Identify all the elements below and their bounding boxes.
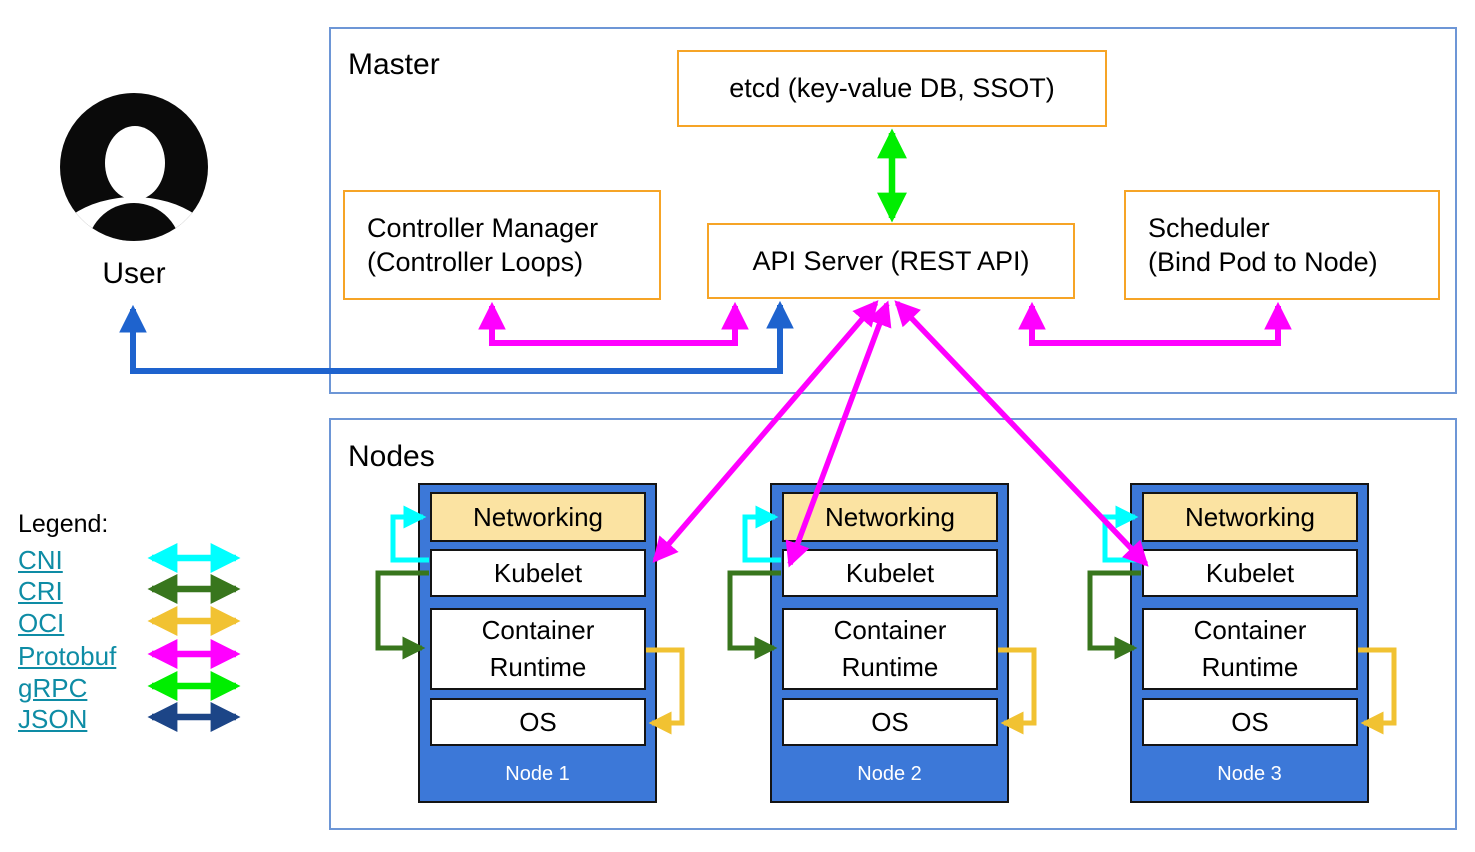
os-box: OS bbox=[430, 698, 646, 746]
user-label: User bbox=[102, 257, 166, 290]
controller-manager-label-line1: Controller Manager bbox=[367, 213, 599, 243]
container-runtime-label-line1: Container bbox=[481, 615, 595, 645]
os-label: OS bbox=[1231, 707, 1269, 737]
legend-link-cri[interactable]: CRI bbox=[18, 576, 63, 606]
container-runtime-label-line1: Container bbox=[833, 615, 947, 645]
container-runtime-label-line1: Container bbox=[1193, 615, 1307, 645]
os-label: OS bbox=[871, 707, 909, 737]
networking-label: Networking bbox=[824, 502, 956, 532]
networking-box: Networking bbox=[1142, 492, 1358, 542]
legend-link-grpc[interactable]: gRPC bbox=[18, 673, 88, 703]
etcd-label: etcd (key-value DB, SSOT) bbox=[729, 73, 1055, 103]
scheduler-label-line2: (Bind Pod to Node) bbox=[1148, 247, 1378, 277]
node-3: Networking Kubelet Container Runtime OS … bbox=[1130, 483, 1369, 803]
node-name-label: Node 3 bbox=[1217, 763, 1282, 785]
container-runtime-box: Container Runtime bbox=[782, 608, 998, 690]
os-box: OS bbox=[1142, 698, 1358, 746]
master-group-box bbox=[329, 27, 1457, 394]
legend-link-cni[interactable]: CNI bbox=[18, 545, 63, 575]
container-runtime-box: Container Runtime bbox=[430, 608, 646, 690]
legend-link-json[interactable]: JSON bbox=[18, 704, 88, 734]
scheduler-box: Scheduler (Bind Pod to Node) bbox=[1124, 190, 1440, 300]
container-runtime-label-line2: Runtime bbox=[489, 652, 587, 682]
node-name-label: Node 2 bbox=[857, 763, 922, 785]
kubelet-box: Kubelet bbox=[1142, 549, 1358, 597]
scheduler-label-line1: Scheduler bbox=[1148, 213, 1270, 243]
os-label: OS bbox=[519, 707, 557, 737]
kubelet-label: Kubelet bbox=[493, 558, 583, 588]
node-1: Networking Kubelet Container Runtime OS … bbox=[418, 483, 657, 803]
container-runtime-box: Container Runtime bbox=[1142, 608, 1358, 690]
etcd-box: etcd (key-value DB, SSOT) bbox=[677, 50, 1107, 127]
nodes-group-label: Nodes bbox=[348, 440, 435, 473]
kubelet-box: Kubelet bbox=[430, 549, 646, 597]
node-name-label: Node 1 bbox=[505, 763, 570, 785]
master-group-label: Master bbox=[348, 48, 440, 81]
user-icon bbox=[60, 93, 208, 241]
api-server-box: API Server (REST API) bbox=[707, 223, 1075, 299]
kubelet-label: Kubelet bbox=[1205, 558, 1295, 588]
controller-manager-label-line2: (Controller Loops) bbox=[367, 247, 584, 277]
networking-box: Networking bbox=[782, 492, 998, 542]
nodes-group-box bbox=[329, 418, 1457, 830]
networking-label: Networking bbox=[1184, 502, 1316, 532]
os-box: OS bbox=[782, 698, 998, 746]
networking-label: Networking bbox=[472, 502, 604, 532]
container-runtime-label-line2: Runtime bbox=[1201, 652, 1299, 682]
kubelet-box: Kubelet bbox=[782, 549, 998, 597]
kubelet-label: Kubelet bbox=[845, 558, 935, 588]
legend-link-oci[interactable]: OCI bbox=[18, 608, 65, 638]
networking-box: Networking bbox=[430, 492, 646, 542]
controller-manager-box: Controller Manager (Controller Loops) bbox=[343, 190, 661, 300]
container-runtime-label-line2: Runtime bbox=[841, 652, 939, 682]
node-2: Networking Kubelet Container Runtime OS … bbox=[770, 483, 1009, 803]
api-server-label: API Server (REST API) bbox=[752, 245, 1030, 276]
legend-title: Legend: bbox=[18, 510, 109, 538]
legend-link-protobuf[interactable]: Protobuf bbox=[18, 641, 117, 671]
